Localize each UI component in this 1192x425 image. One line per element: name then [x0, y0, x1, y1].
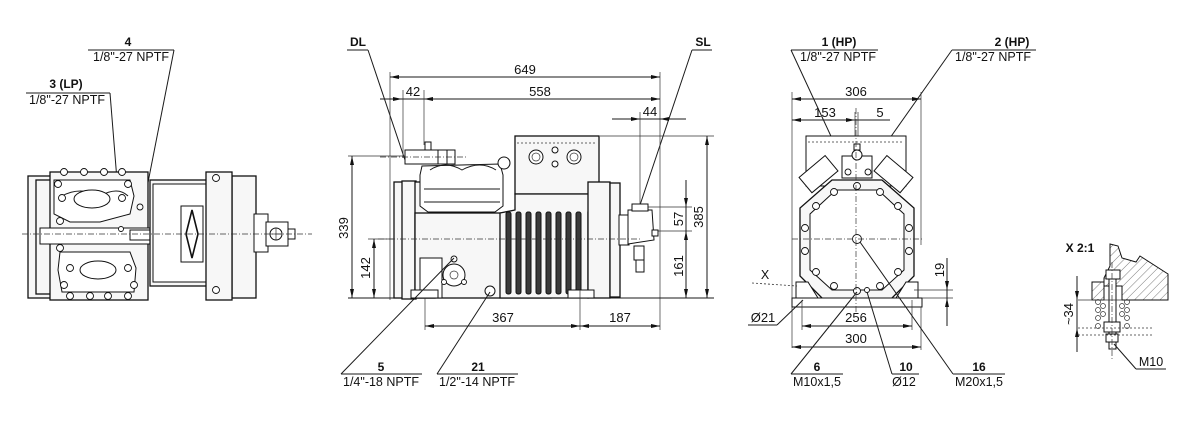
dim-256: 256 — [801, 300, 913, 330]
callout-21-spec: 1/2"-14 NPTF — [439, 375, 515, 389]
dim-558-value: 558 — [529, 84, 551, 99]
callout-2-number: 2 (HP) — [995, 35, 1030, 49]
dim-367-value: 367 — [492, 310, 514, 325]
dim-385: 385 — [600, 135, 714, 298]
front-view-bolts — [801, 182, 913, 295]
callout-21: 21 1/2"-14 NPTF — [436, 291, 518, 389]
dim-187-value: 187 — [609, 310, 631, 325]
callout-3: 3 (LP) 1/8"-27 NPTF — [26, 77, 122, 231]
dim-142: 142 — [358, 238, 400, 298]
side-view: DL SL 649 42 558 — [336, 35, 714, 389]
callout-1: 1 (HP) 1/8"-27 NPTF — [790, 35, 878, 161]
callout-21-number: 21 — [471, 360, 485, 374]
callout-6-number: 6 — [814, 360, 821, 374]
detail-title: X 2:1 — [1066, 241, 1095, 255]
dim-19: 19 — [914, 258, 953, 326]
dim-19-value: 19 — [932, 263, 947, 277]
dim-367-187: 367 187 — [424, 290, 660, 330]
dim-34: ~34 — [1061, 276, 1079, 352]
cooling-fins — [505, 211, 582, 295]
dim-649: 649 — [389, 62, 661, 330]
callout-3-number: 3 (LP) — [49, 77, 82, 91]
detail-view-x: X 2:1 ~34 M — [1061, 241, 1169, 370]
callout-dl: DL — [347, 35, 406, 161]
section-marker-x: X — [751, 268, 798, 287]
callout-4-spec: 1/8"-27 NPTF — [93, 50, 169, 64]
callout-6: 6 M10x1,5 — [790, 291, 858, 389]
dim-hole-21: Ø21 — [748, 299, 804, 326]
dim-558: 42 558 — [380, 84, 660, 158]
callout-5-spec: 1/4"-18 NPTF — [343, 375, 419, 389]
callout-16: 16 M20x1,5 — [859, 241, 1005, 389]
dim-42-value: 42 — [406, 84, 420, 99]
dim-339-value: 339 — [336, 217, 351, 239]
suction-line-label: SL — [695, 35, 710, 49]
compressor-top-view — [22, 168, 312, 301]
dim-256-value: 256 — [845, 310, 867, 325]
front-view: 1 (HP) 1/8"-27 NPTF 2 (HP) 1/8"-27 NPTF … — [748, 35, 1036, 389]
callout-16-spec: M20x1,5 — [955, 375, 1003, 389]
compressor-side-view — [378, 135, 659, 300]
compressor-front-view — [791, 108, 923, 312]
section-marker-label: X — [761, 268, 770, 282]
detail-springs — [1095, 299, 1130, 329]
dim-339: 339 — [336, 155, 410, 298]
callout-1-spec: 1/8"-27 NPTF — [800, 50, 876, 64]
dim-385-value: 385 — [691, 206, 706, 228]
dim-34-value: ~34 — [1061, 303, 1076, 325]
callout-3-spec: 1/8"-27 NPTF — [29, 93, 105, 107]
callout-2-spec: 1/8"-27 NPTF — [955, 50, 1031, 64]
dim-161-value: 161 — [671, 255, 686, 277]
callout-sl: SL — [639, 35, 712, 206]
dim-57: 57 161 — [640, 180, 692, 298]
callout-10: 10 Ø12 — [866, 291, 919, 389]
callout-2: 2 (HP) 1/8"-27 NPTF — [872, 35, 1036, 163]
callout-10-spec: Ø12 — [892, 375, 916, 389]
dim-44: 44 — [612, 104, 686, 205]
dim-44-value: 44 — [643, 104, 657, 119]
callout-4-number: 4 — [125, 35, 132, 49]
dim-57-value: 57 — [671, 212, 686, 226]
callout-1-number: 1 (HP) — [822, 35, 857, 49]
top-view: 4 1/8"-27 NPTF 3 (LP) 1/8"-27 NPTF — [22, 35, 312, 301]
callout-m10: M10 — [1113, 343, 1166, 370]
dim-hole-21-value: Ø21 — [751, 310, 776, 325]
callout-6-spec: M10x1,5 — [793, 375, 841, 389]
callout-10-number: 10 — [899, 360, 913, 374]
top-view-bolts — [54, 168, 220, 300]
dim-5-value: 5 — [876, 105, 883, 120]
dim-300: 300 — [792, 307, 922, 350]
dim-142-value: 142 — [358, 257, 373, 279]
callout-5-number: 5 — [378, 360, 385, 374]
thread-label: M10 — [1139, 355, 1163, 369]
dim-649-value: 649 — [514, 62, 536, 77]
dim-300-value: 300 — [845, 331, 867, 346]
callout-5: 5 1/4"-18 NPTF — [340, 257, 455, 389]
callout-16-number: 16 — [972, 360, 986, 374]
dim-306-value: 306 — [845, 84, 867, 99]
dim-153-value: 153 — [814, 105, 836, 120]
discharge-line-label: DL — [350, 35, 366, 49]
